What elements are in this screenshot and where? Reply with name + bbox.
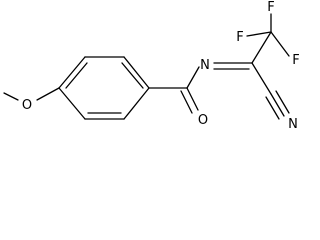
bond-c-cf3 bbox=[251, 31, 272, 64]
fluorine-top-label: F bbox=[267, 0, 274, 15]
ring-bond-6 bbox=[58, 87, 86, 120]
ring-bond-1 bbox=[58, 56, 86, 89]
methoxy-oxygen-label: O bbox=[22, 98, 32, 113]
bond-methyl-o bbox=[3, 92, 19, 101]
bond-cn-triple-2 bbox=[265, 96, 280, 120]
fluorine-left-label: F bbox=[236, 30, 243, 45]
bond-c-f-left bbox=[246, 31, 272, 37]
bond-cn-triple-1 bbox=[270, 93, 285, 117]
amide-oxygen-label: O bbox=[198, 113, 208, 128]
nitrile-nitrogen-label: N bbox=[288, 117, 298, 132]
fluorine-right-label: F bbox=[292, 53, 299, 68]
ring-bond-3 bbox=[123, 56, 150, 89]
ring-bond-1-inner bbox=[65, 62, 88, 89]
bond-c-o-2 bbox=[180, 90, 193, 114]
ring-bond-4 bbox=[123, 87, 150, 120]
bond-c-o-1 bbox=[186, 87, 199, 111]
bond-o-ring bbox=[36, 87, 60, 101]
bond-c-n bbox=[186, 66, 200, 89]
imine-nitrogen-label: N bbox=[200, 58, 210, 73]
bond-c-cn bbox=[251, 62, 272, 95]
bond-cn-triple-3 bbox=[275, 90, 290, 114]
bond-c-f-right bbox=[270, 31, 290, 57]
structural-formula: O O N N F F F bbox=[3, 0, 300, 132]
ring-bond-3-inner bbox=[121, 62, 144, 89]
